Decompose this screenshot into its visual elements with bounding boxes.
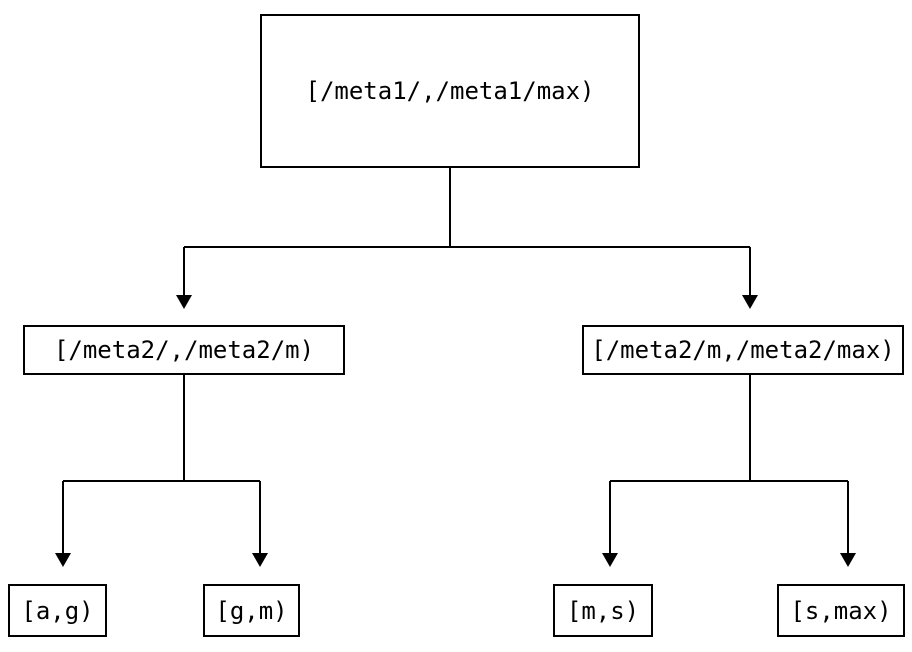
arrowhead-to-leaf-gm [252, 553, 268, 567]
arrowhead-to-leaf-smax [840, 553, 856, 567]
edge-right-to-leaves [602, 375, 856, 567]
edge-left-to-leaves [55, 375, 268, 567]
leaf-m-s: [m,s) [553, 584, 653, 637]
arrowhead-to-leaf-ag [55, 553, 71, 567]
arrowhead-to-leaf-ms [602, 553, 618, 567]
node-right-child: [/meta2/m,/meta2/max) [582, 325, 904, 375]
edge-root-to-children [176, 168, 758, 309]
node-left-child: [/meta2/,/meta2/m) [23, 325, 345, 375]
node-root: [/meta1/,/meta1/max) [260, 14, 640, 168]
leaf-g-m: [g,m) [203, 584, 300, 637]
arrowhead-to-left-node [176, 295, 192, 309]
arrowhead-to-right-node [742, 295, 758, 309]
leaf-a-g: [a,g) [8, 584, 107, 637]
leaf-s-max: [s,max) [777, 584, 905, 637]
